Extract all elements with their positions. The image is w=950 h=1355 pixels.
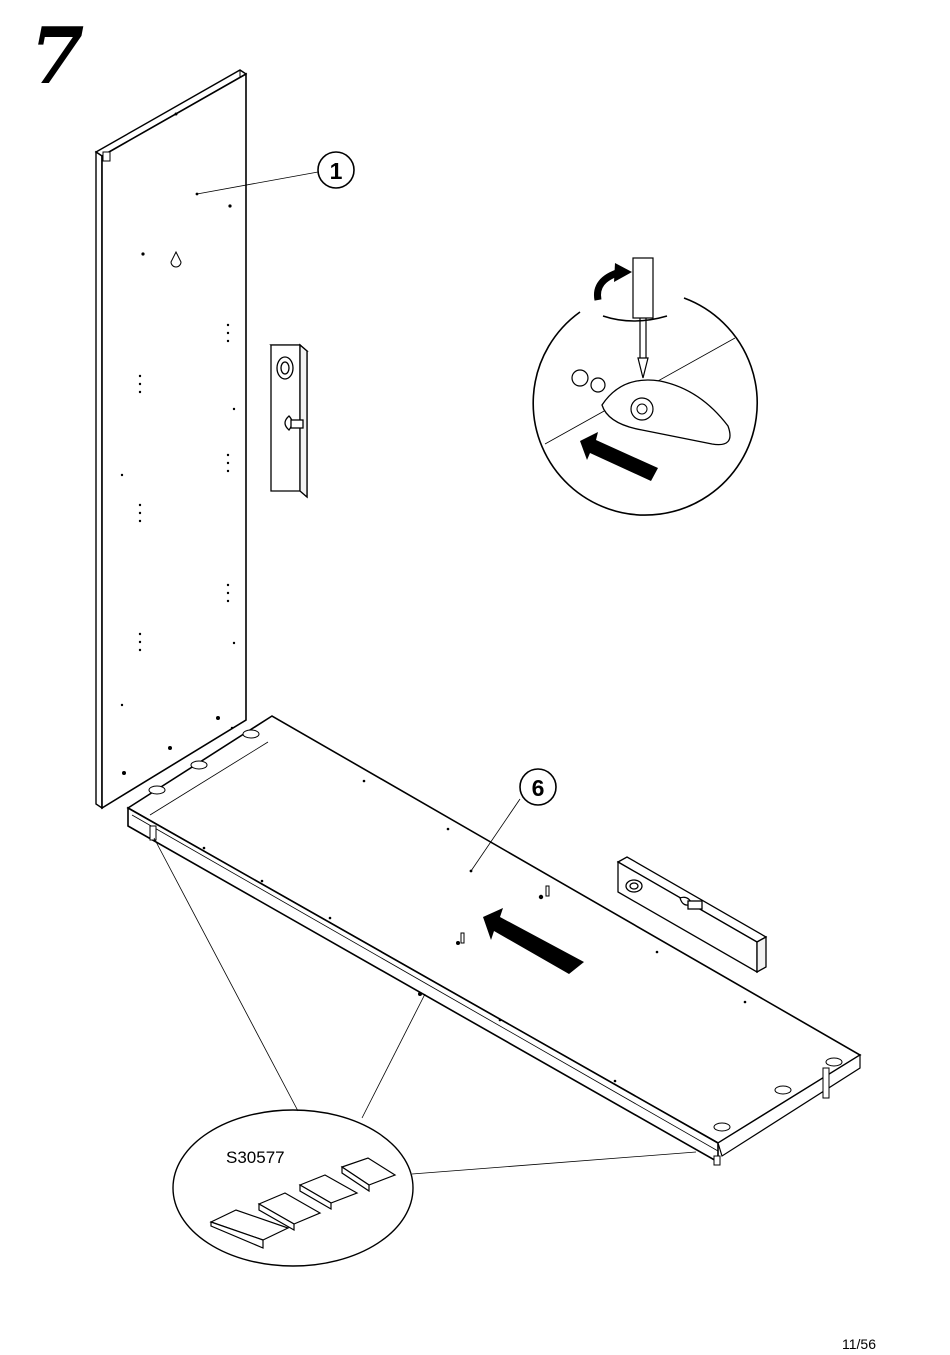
page-number: 11/56	[842, 1337, 876, 1351]
svg-text:6: 6	[532, 775, 545, 801]
side-panel	[96, 70, 246, 808]
rotation-arrow-icon	[597, 263, 632, 300]
svg-text:1: 1	[330, 158, 343, 184]
part-code-label: S30577	[226, 1148, 285, 1167]
callout-panel-bottom: 6	[520, 769, 556, 805]
spirit-level-icon	[271, 345, 307, 497]
detail-circle	[533, 258, 757, 515]
wedge-pieces	[211, 1158, 395, 1248]
callout-panel-side: 1	[318, 152, 354, 188]
